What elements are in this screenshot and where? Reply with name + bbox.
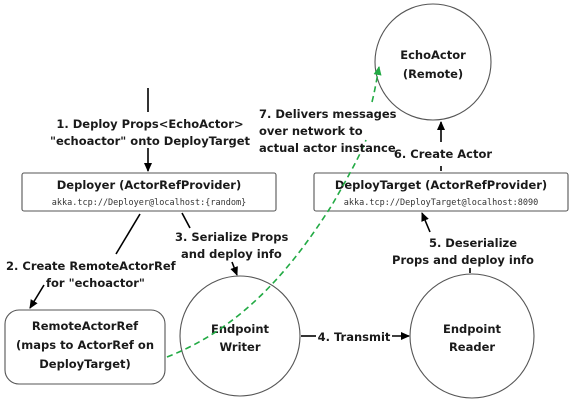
message-path-upper	[371, 66, 382, 103]
endpoint-writer-line1: Endpoint	[211, 322, 270, 336]
echo-actor-name: EchoActor	[400, 48, 466, 62]
endpoint-writer-line2: Writer	[219, 340, 260, 354]
deployer-node: Deployer (ActorRefProvider) akka.tcp://D…	[21, 172, 277, 212]
step2-arrow	[29, 284, 45, 309]
remote-actor-ref-title: RemoteActorRef	[32, 319, 139, 333]
step5-arrow	[421, 212, 431, 233]
deployer-address: akka.tcp://Deployer@localhost:{random}	[52, 198, 246, 208]
deployer-title: Deployer (ActorRefProvider)	[57, 178, 242, 192]
endpoint-writer-node: Endpoint Writer	[179, 275, 301, 397]
step4-label: 4. Transmit	[318, 330, 391, 344]
step1-label-line2: "echoactor" onto DeployTarget	[50, 134, 251, 148]
echo-actor-location: (Remote)	[403, 67, 463, 81]
remote-actor-ref-node: RemoteActorRef (maps to ActorRef on Depl…	[4, 309, 166, 385]
step1-label-line1: 1. Deploy Props<EchoActor>	[56, 117, 243, 131]
step7-label-line2: over network to	[259, 124, 363, 138]
step5-label-line2: Props and deploy info	[392, 253, 534, 267]
endpoint-reader-line1: Endpoint	[443, 322, 502, 336]
step7-label-line3: actual actor instance	[259, 141, 396, 155]
step3-arrow	[230, 261, 238, 276]
step2-line-top	[115, 213, 141, 255]
step5-label-line1: 5. Deserialize	[429, 236, 517, 250]
endpoint-reader-line2: Reader	[449, 340, 495, 354]
echo-actor-node: EchoActor (Remote)	[374, 3, 492, 121]
step6-label: 6. Create Actor	[394, 147, 492, 161]
deploy-target-node: DeployTarget (ActorRefProvider) akka.tcp…	[313, 172, 569, 212]
deploy-target-title: DeployTarget (ActorRefProvider)	[335, 178, 547, 192]
remote-actor-ref-line3: DeployTarget)	[39, 357, 131, 371]
deploy-target-address: akka.tcp://DeployTarget@localhost:8090	[344, 198, 538, 208]
message-path-lower	[166, 139, 367, 358]
step3-line-top	[181, 212, 191, 229]
step7-label-line1: 7. Delivers messages	[259, 107, 397, 121]
step2-label-line1: 2. Create RemoteActorRef	[6, 259, 177, 273]
step3-label-line1: 3. Serialize Props	[175, 230, 288, 244]
endpoint-reader-node: Endpoint Reader	[409, 273, 535, 399]
remote-actor-ref-line2: (maps to ActorRef on	[16, 338, 154, 352]
step3-label-line2: and deploy info	[181, 247, 282, 261]
step2-label-line2: for "echoactor"	[46, 276, 145, 290]
